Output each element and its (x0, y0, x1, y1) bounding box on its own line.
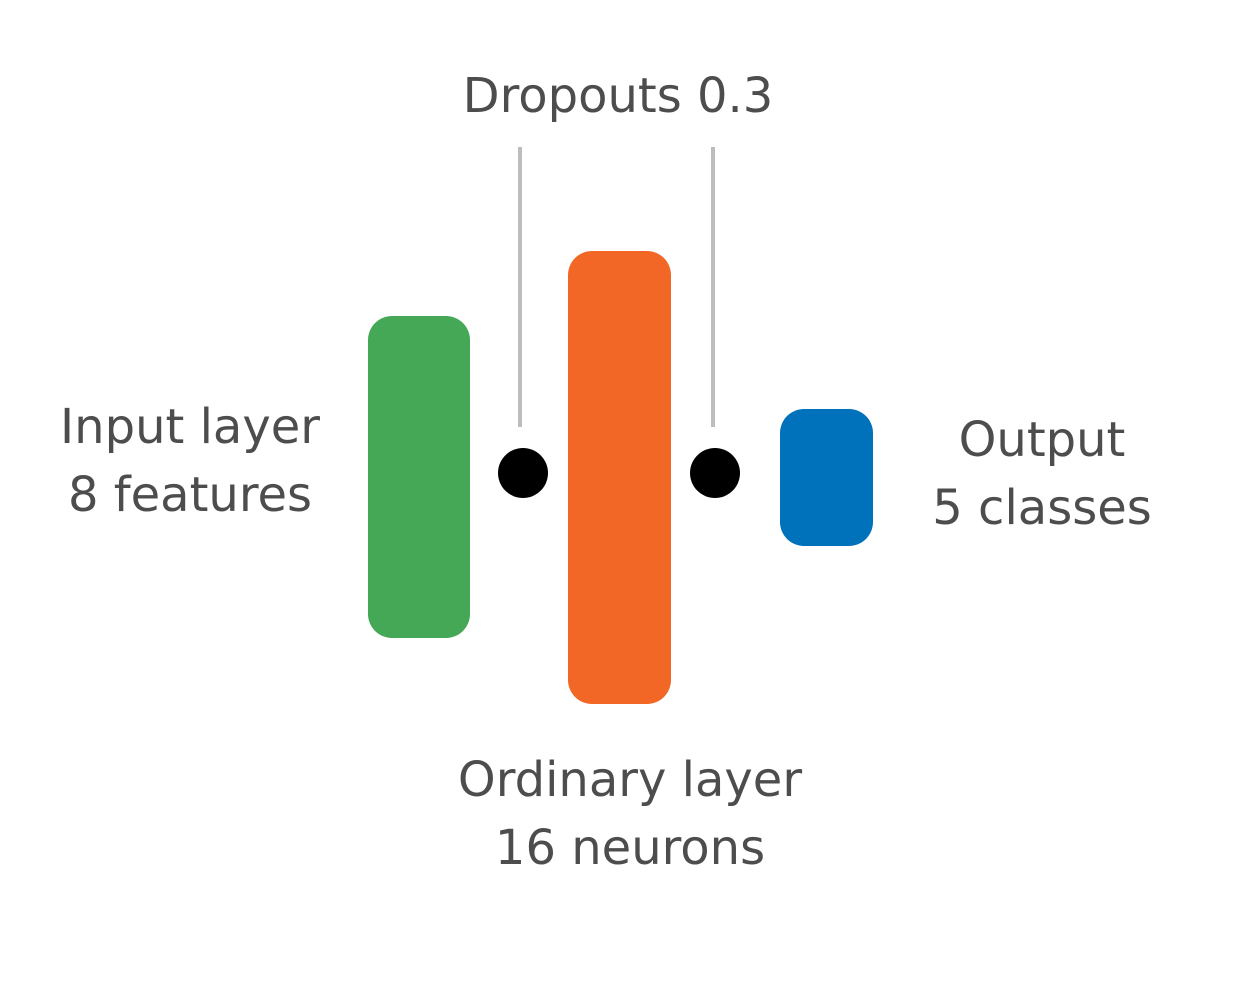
input-layer-title: Input layer (60, 399, 320, 455)
ordinary-layer-label: Ordinary layer 16 neurons (430, 746, 830, 882)
dropout-label-text: Dropouts 0.3 (462, 68, 774, 124)
input-layer-label: Input layer 8 features (20, 393, 360, 529)
dropout-label: Dropouts 0.3 (418, 62, 818, 130)
output-layer-detail: 5 classes (932, 480, 1152, 536)
input-layer-detail: 8 features (67, 467, 313, 523)
ordinary-layer-title: Ordinary layer (457, 752, 803, 808)
output-layer-block (780, 409, 873, 546)
dropout-connector-line (711, 147, 715, 427)
ordinary-layer-detail: 16 neurons (494, 820, 766, 876)
ordinary-layer-block (568, 251, 671, 704)
dropout-dot (498, 448, 548, 498)
output-layer-label: Output 5 classes (892, 406, 1192, 542)
input-layer-block (368, 316, 470, 638)
dropout-dot (690, 448, 740, 498)
dropout-connector-line (518, 147, 522, 427)
output-layer-title: Output (958, 412, 1126, 468)
